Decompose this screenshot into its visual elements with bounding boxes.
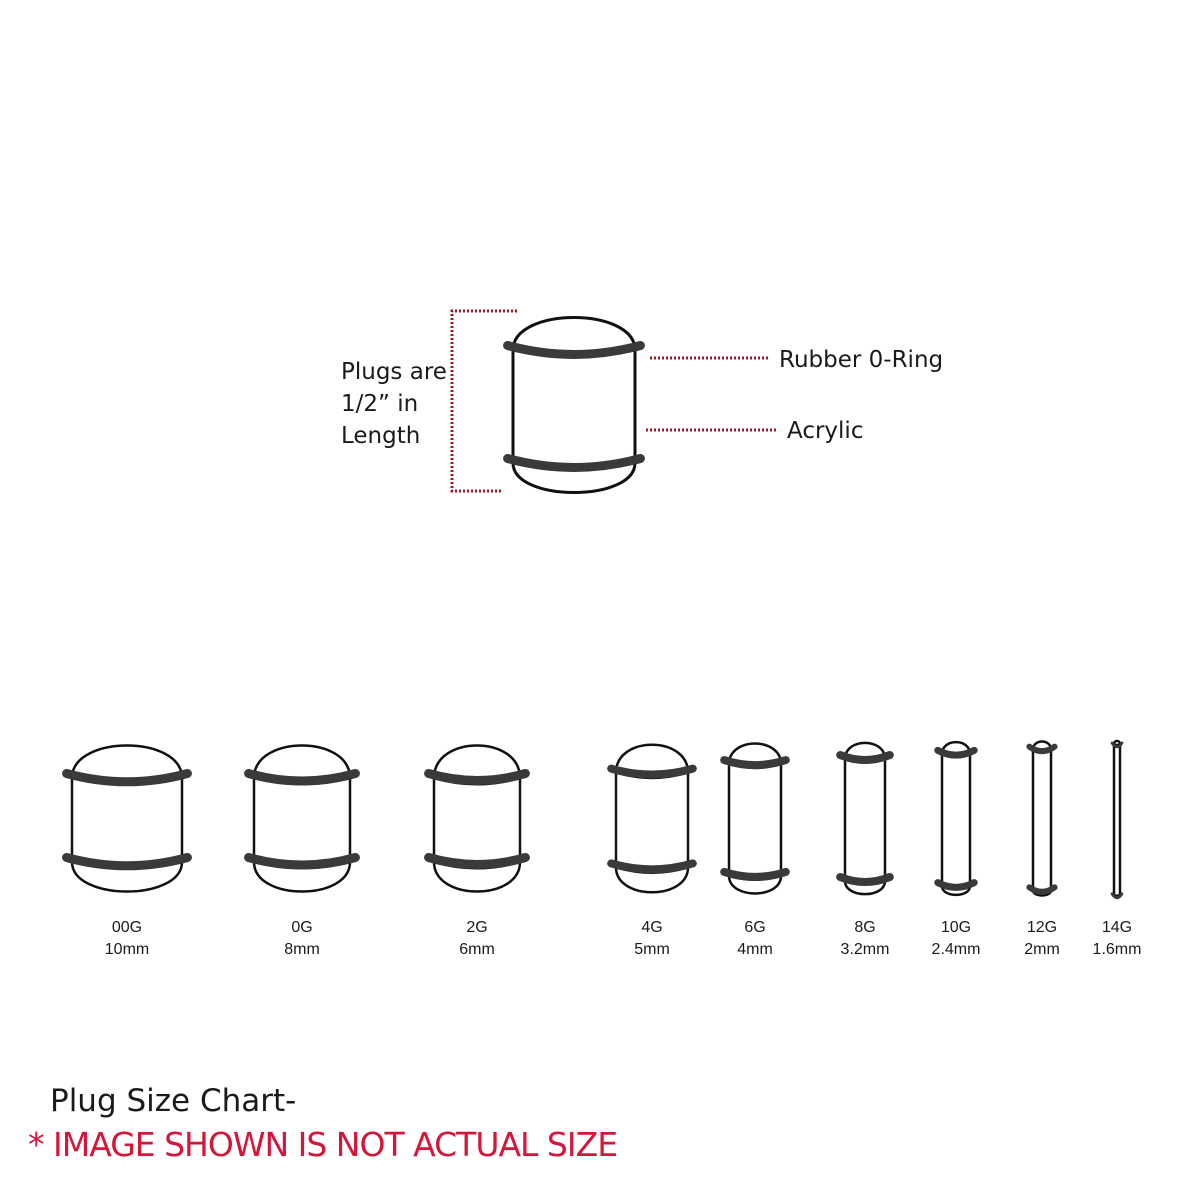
chart-title: Plug Size Chart-	[50, 1083, 297, 1119]
bottom-o-ring	[503, 454, 645, 472]
bottom-o-ring	[1026, 884, 1058, 895]
gauge-label: 0G	[291, 919, 312, 936]
top-o-ring	[62, 769, 192, 787]
oring-label: Rubber 0-Ring	[779, 347, 943, 373]
top-o-ring	[244, 769, 360, 786]
hero-plug-group: Plugs are 1/2” in Length Rubber 0-Ring A…	[341, 309, 943, 494]
length-label-line: Plugs are	[341, 359, 447, 385]
plug-body	[432, 778, 522, 866]
bottom-o-ring	[836, 873, 894, 886]
length-label: Plugs are 1/2” in Length	[341, 359, 454, 449]
top-o-ring	[720, 756, 790, 770]
top-o-ring	[1026, 743, 1058, 755]
size-warning: * IMAGE SHOWN IS NOT ACTUAL SIZE	[28, 1125, 618, 1164]
plug-illustration	[607, 743, 697, 894]
mm-label: 5mm	[634, 941, 670, 958]
plug-body	[843, 759, 887, 884]
top-o-ring	[934, 746, 978, 759]
gauge-label: 6G	[744, 919, 765, 936]
plug-body	[511, 350, 637, 467]
acrylic-label: Acrylic	[787, 418, 863, 444]
gauge-label: 00G	[112, 919, 142, 936]
plug-illustration	[503, 316, 645, 494]
gauge-label: 8G	[854, 919, 875, 936]
plug-illustration	[934, 740, 978, 897]
gauge-label: 12G	[1027, 919, 1057, 936]
plug-illustration	[1026, 740, 1058, 897]
length-label-line: Length	[341, 423, 420, 449]
plug-body	[70, 778, 184, 866]
plug-illustration	[1110, 739, 1124, 900]
gauge-label: 14G	[1102, 919, 1132, 936]
bottom-o-ring	[607, 859, 697, 874]
top-o-ring	[503, 341, 645, 359]
length-bracket-guide	[450, 309, 517, 493]
mm-label: 2mm	[1024, 941, 1060, 958]
plug-body	[252, 778, 352, 866]
plug-body	[1031, 749, 1053, 892]
gauge-label: 2G	[466, 919, 487, 936]
mm-label: 8mm	[284, 941, 320, 958]
plug-illustration	[720, 742, 790, 895]
plug-illustration	[836, 741, 894, 896]
mm-label: 4mm	[737, 941, 773, 958]
plug-illustration	[424, 744, 530, 893]
plug-illustration	[244, 744, 360, 893]
mm-label: 2.4mm	[932, 941, 981, 958]
bottom-o-ring	[1110, 892, 1124, 900]
plug-body	[940, 753, 972, 888]
bottom-o-ring	[934, 879, 978, 891]
plug-illustration	[62, 744, 192, 893]
top-o-ring	[607, 764, 697, 779]
bottom-o-ring	[720, 867, 790, 881]
plug-body	[727, 764, 783, 879]
mm-label: 10mm	[105, 941, 149, 958]
bottom-o-ring	[424, 853, 530, 869]
mm-label: 6mm	[459, 941, 495, 958]
top-o-ring	[1110, 741, 1124, 749]
plug-body	[1112, 744, 1122, 897]
bottom-o-ring	[62, 853, 192, 871]
gauge-label: 4G	[641, 919, 662, 936]
size-chart-row: 00G 10mm 0G 8mm 2G 6mm 4G 5mm 6G 4mm 8G 3.2mm 10G 2.4…	[62, 739, 1142, 958]
mm-label: 1.6mm	[1093, 941, 1142, 958]
top-o-ring	[424, 769, 530, 785]
bottom-o-ring	[244, 853, 360, 870]
mm-label: 3.2mm	[841, 941, 890, 958]
length-label-line: 1/2” in	[341, 391, 418, 417]
gauge-label: 10G	[941, 919, 971, 936]
plug-body	[614, 772, 690, 871]
top-o-ring	[836, 751, 894, 764]
hero-plug-illustration	[503, 316, 645, 494]
